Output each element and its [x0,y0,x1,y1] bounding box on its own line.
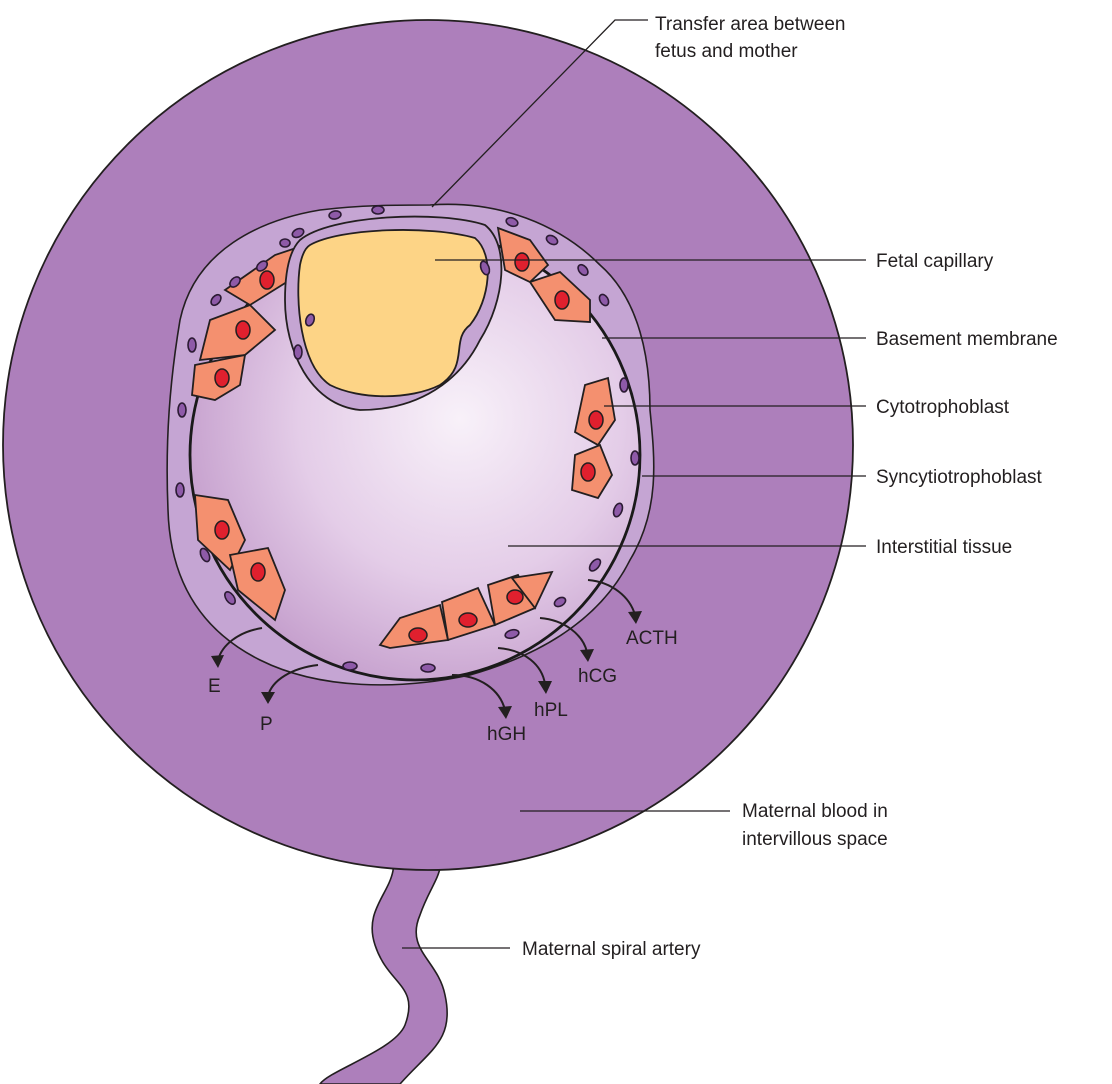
label-fetal-capillary: Fetal capillary [876,251,994,272]
label-cytotrophoblast: Cytotrophoblast [876,397,1010,418]
hormone-label-acth: ACTH [626,628,678,649]
label-basement-membrane: Basement membrane [876,329,1058,350]
label-transfer-area-line2: fetus and mother [655,41,798,62]
label-spiral-artery: Maternal spiral artery [522,939,701,960]
hormone-label-hgh: hGH [487,724,526,745]
hormone-label-hcg: hCG [578,666,617,687]
maternal-spiral-artery [320,842,447,1084]
label-interstitial-tissue: Interstitial tissue [876,537,1012,558]
hormone-label-hpl: hPL [534,700,568,721]
hormone-label-e: E [208,676,221,697]
hormone-label-p: P [260,714,273,735]
label-syncytiotrophoblast: Syncytiotrophoblast [876,467,1043,488]
label-maternal-blood-line2: intervillous space [742,829,888,850]
label-maternal-blood-line1: Maternal blood in [742,801,888,822]
label-transfer-area-line1: Transfer area between [655,14,845,35]
